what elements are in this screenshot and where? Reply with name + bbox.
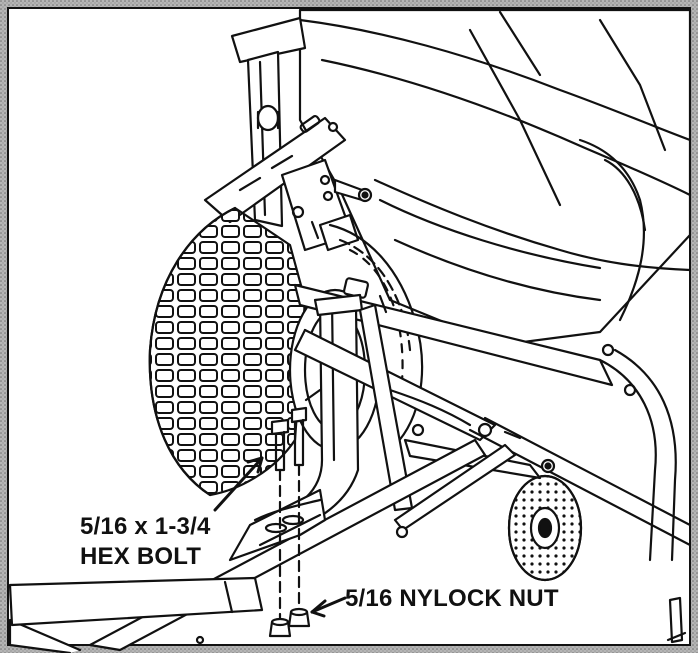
bolt-leader-arrow xyxy=(213,456,264,512)
nylock-nut-pair xyxy=(268,607,311,638)
nut-leader-arrow xyxy=(310,596,347,618)
hex-bolt-callout: 5/16 x 1-3/4 HEX BOLT xyxy=(80,512,211,572)
hopper xyxy=(298,8,692,347)
hitch-pin xyxy=(666,596,687,644)
tow-bar xyxy=(8,438,487,653)
rear-wheel xyxy=(507,474,583,582)
hex-bolt-size: 5/16 x 1-3/4 xyxy=(80,513,211,540)
hex-bolt-pair xyxy=(270,406,308,622)
nylock-nut-callout: 5/16 NYLOCK NUT xyxy=(345,585,559,612)
main-frame xyxy=(248,293,692,562)
mounting-bracket xyxy=(203,115,373,252)
hex-bolt-name: HEX BOLT xyxy=(80,543,202,570)
